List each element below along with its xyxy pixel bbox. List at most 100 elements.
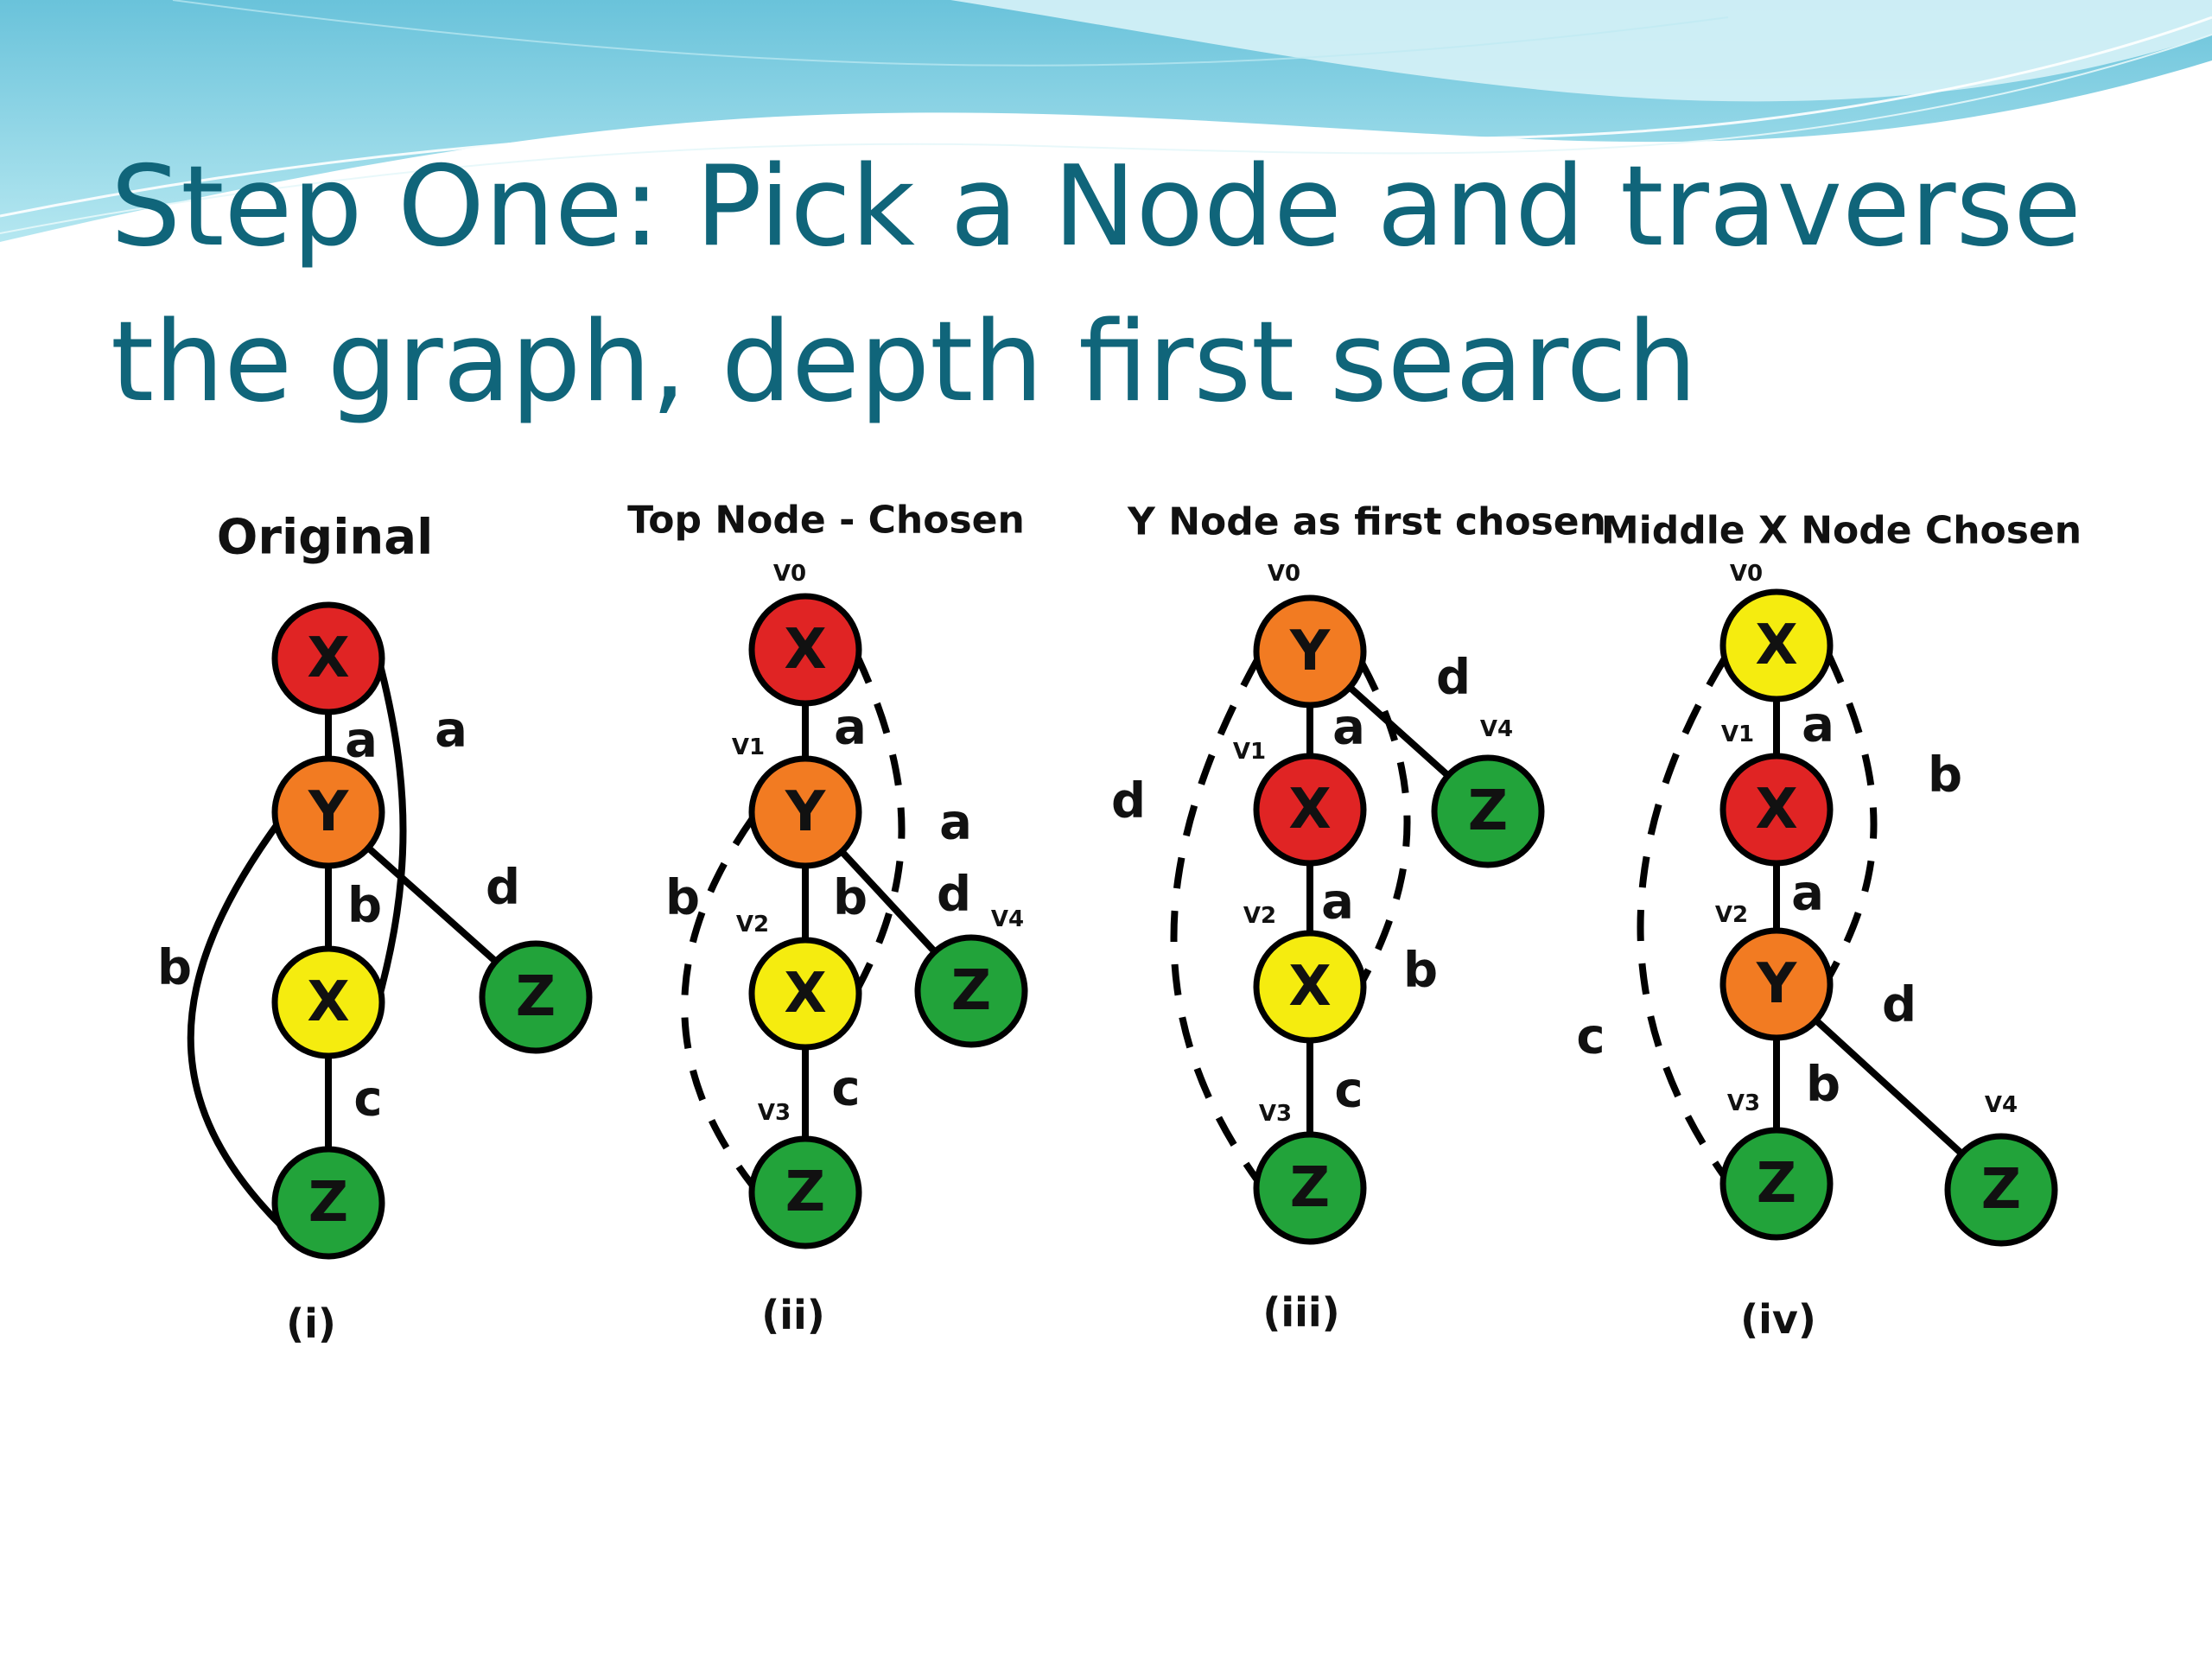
node-circle (748, 1135, 862, 1249)
vertex-order-label: V1 (732, 734, 765, 760)
node-label: Y (785, 780, 826, 844)
node-label: Z (516, 965, 556, 1029)
node-circle (1719, 588, 1834, 702)
vertex-order-label: V0 (1268, 561, 1300, 587)
vertex-order-label: V3 (1727, 1090, 1760, 1116)
edge-label-b: b (157, 940, 192, 996)
edge-d2 (1170, 657, 1262, 1184)
node-label: X (1288, 778, 1331, 842)
edge-label-a: a (345, 713, 378, 769)
vertex-order-label: V0 (773, 561, 806, 587)
node-circle (1719, 927, 1834, 1041)
vertex-order-label: V4 (991, 906, 1024, 932)
vertex-order-label: V4 (1985, 1092, 2018, 1118)
vertex-order-label: V0 (1730, 561, 1763, 587)
edge-label-a: a (1332, 700, 1365, 756)
edge-label-b: b (1806, 1057, 1840, 1113)
edge-label-b: b (833, 870, 868, 926)
vertex-order-label: V2 (1715, 902, 1748, 928)
node-label: X (784, 962, 826, 1026)
vertex-order-label: V1 (1721, 721, 1754, 747)
graph-node-y: Y (748, 755, 862, 869)
node-circle (748, 937, 862, 1051)
graph-node-x: X (1719, 753, 1834, 867)
node-circle (271, 755, 385, 869)
vertex-order-label: V3 (1259, 1101, 1292, 1127)
node-circle (748, 593, 862, 707)
node-circle (271, 601, 385, 715)
panel-top-node-chosen: Top Node - Chosen a a b b c d V0 V1 V2 V… (627, 499, 1028, 1338)
graph-node-z: Z (479, 940, 593, 1054)
node-label: X (1755, 613, 1797, 677)
graph-node-z: Z (271, 1146, 385, 1260)
panel-title: Top Node - Chosen (627, 499, 1025, 543)
graph-node-z: Z (1719, 1127, 1834, 1241)
graph-node-x: X (748, 937, 862, 1051)
graph-node-z: Z (1431, 754, 1545, 868)
node-circle (1944, 1133, 2058, 1247)
graph-node-y: Y (271, 755, 385, 869)
edge-label-a: a (1802, 697, 1834, 753)
vertex-order-label: V3 (758, 1100, 791, 1126)
edge-label-d: d (937, 867, 971, 923)
panel-caption: (ii) (761, 1292, 825, 1338)
edge-c (1637, 656, 1728, 1179)
node-label: Z (1290, 1156, 1330, 1220)
node-label: X (1288, 955, 1331, 1019)
node-label: Z (308, 1171, 348, 1235)
node-circle (1253, 753, 1367, 867)
node-circle (1719, 1127, 1834, 1241)
node-circle (1253, 930, 1367, 1044)
node-label: Z (1468, 779, 1508, 843)
slide-title: Step One: Pick a Node and traverse the g… (111, 130, 2167, 441)
edge-label-c: c (1334, 1063, 1363, 1119)
node-circle (1253, 594, 1367, 709)
panel-original: Original a a b b c d X Y X Z (157, 510, 593, 1347)
node-circle (1253, 1131, 1367, 1245)
edge-label-d: d (1111, 773, 1146, 830)
edge-label-b: b (1928, 747, 1962, 804)
edge-label-d: d (1882, 977, 1916, 1033)
panel-middle-x-node-chosen: Middle X Node Chosen a a b b c d V0 V1 V… (1576, 509, 2082, 1344)
edge-b1 (1825, 652, 1878, 980)
edge-b2 (681, 816, 756, 1188)
panel-title: Original (217, 510, 434, 566)
node-label: Z (951, 959, 991, 1023)
graph-node-z: Z (1253, 1131, 1367, 1245)
node-label: X (307, 626, 349, 690)
node-label: X (784, 618, 826, 682)
panel-title: Y Node as first chosen (1127, 500, 1606, 544)
edge-label-d: d (486, 860, 520, 916)
edge-b2 (187, 815, 285, 1228)
edge-label-c: c (353, 1071, 382, 1128)
panel-caption: (iii) (1262, 1289, 1339, 1336)
edge-label-a: a (1791, 866, 1824, 922)
node-circle (271, 945, 385, 1059)
node-label: Y (308, 780, 349, 844)
edge-label-a: a (939, 795, 972, 851)
edge-label-c: c (1576, 1009, 1605, 1065)
panel-caption: (i) (286, 1300, 336, 1347)
graph-node-y: Y (1719, 927, 1834, 1041)
panel-title: Middle X Node Chosen (1601, 509, 2082, 553)
panel-y-node-first-chosen: Y Node as first chosen a a b c d d V0 V1… (1111, 500, 1606, 1337)
slide-title-line-1: Step One: Pick a Node and traverse (111, 143, 2082, 271)
edge-a2 (375, 655, 407, 1003)
node-label: Y (1289, 620, 1331, 683)
vertex-order-label: V1 (1233, 739, 1266, 765)
edge-label-b: b (347, 878, 382, 934)
node-circle (271, 1146, 385, 1260)
node-label: Z (1757, 1152, 1796, 1216)
edge-label-d: d (1436, 650, 1471, 706)
node-label: X (307, 970, 349, 1034)
dfs-figure-panel: Original a a b b c d X Y X Z (152, 499, 2134, 1411)
node-circle (1431, 754, 1545, 868)
node-label: Y (1756, 952, 1797, 1016)
graph-node-x: X (1253, 753, 1367, 867)
node-label: Z (785, 1160, 825, 1224)
graph-node-z: Z (1944, 1133, 2058, 1247)
edges (681, 646, 975, 1196)
graph-node-x: X (271, 601, 385, 715)
edge-label-b: b (1403, 943, 1438, 999)
vertex-order-label: V2 (736, 912, 769, 938)
